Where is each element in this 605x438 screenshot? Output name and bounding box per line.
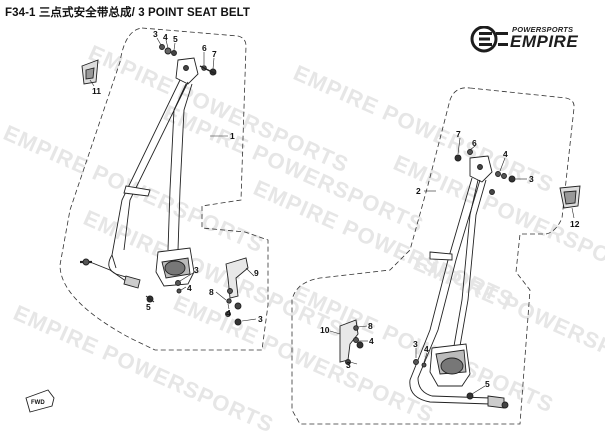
callout-9: 9 (254, 268, 259, 278)
callout-8: 8 (368, 321, 373, 331)
callout-3: 3 (194, 265, 199, 275)
callout-5: 5 (173, 34, 178, 44)
callout-4: 4 (369, 336, 374, 346)
callout-4: 4 (226, 308, 231, 318)
callout-1: 1 (230, 131, 235, 141)
brand-name: EMPIRE (510, 32, 579, 51)
callout-7: 7 (212, 49, 217, 59)
brand-tagline: POWERSPORTS (512, 25, 574, 34)
upper-anchor (175, 57, 199, 85)
left-seat-belt-assembly (80, 44, 249, 326)
leader-lines (89, 37, 575, 395)
buckle-bracket-right (339, 319, 359, 363)
callout-12: 12 (570, 219, 580, 229)
lower-anchor-right (487, 395, 505, 409)
fwd-label: FWD (31, 400, 45, 406)
callout-4: 4 (187, 283, 192, 293)
callout-3: 3 (413, 339, 418, 349)
callout-11: 11 (92, 86, 101, 96)
fwd-arrow (25, 389, 55, 413)
diagram-title: F34-1 三点式安全带总成/ 3 POINT SEAT BELT (5, 7, 251, 19)
callout-4: 4 (503, 149, 508, 159)
callout-5: 5 (485, 379, 490, 389)
brand-logo: POWERSPORTS EMPIRE (470, 24, 602, 54)
callout-5: 5 (146, 302, 151, 312)
callout-7: 7 (456, 129, 461, 139)
callout-3: 3 (346, 360, 351, 370)
callout-6: 6 (472, 138, 477, 148)
right-assembly-outline (291, 87, 575, 425)
callout-2: 2 (416, 186, 421, 196)
callout-3: 3 (258, 314, 263, 324)
callout-3: 3 (529, 174, 534, 184)
callout-10: 10 (320, 325, 330, 335)
lower-anchor (123, 275, 141, 289)
left-assembly-outline (59, 27, 269, 351)
shoulder-webbing (111, 79, 181, 269)
callout-4: 4 (163, 32, 168, 42)
callout-6: 6 (202, 43, 207, 53)
webbing-guide-right (429, 251, 453, 261)
buckle-bracket (225, 257, 249, 299)
callout-3: 3 (153, 29, 158, 39)
webbing-guide (123, 185, 151, 197)
callout-4: 4 (424, 344, 429, 354)
right-seat-belt-assembly (25, 149, 581, 413)
callout-8: 8 (209, 287, 214, 297)
empire-e-icon (470, 26, 508, 53)
